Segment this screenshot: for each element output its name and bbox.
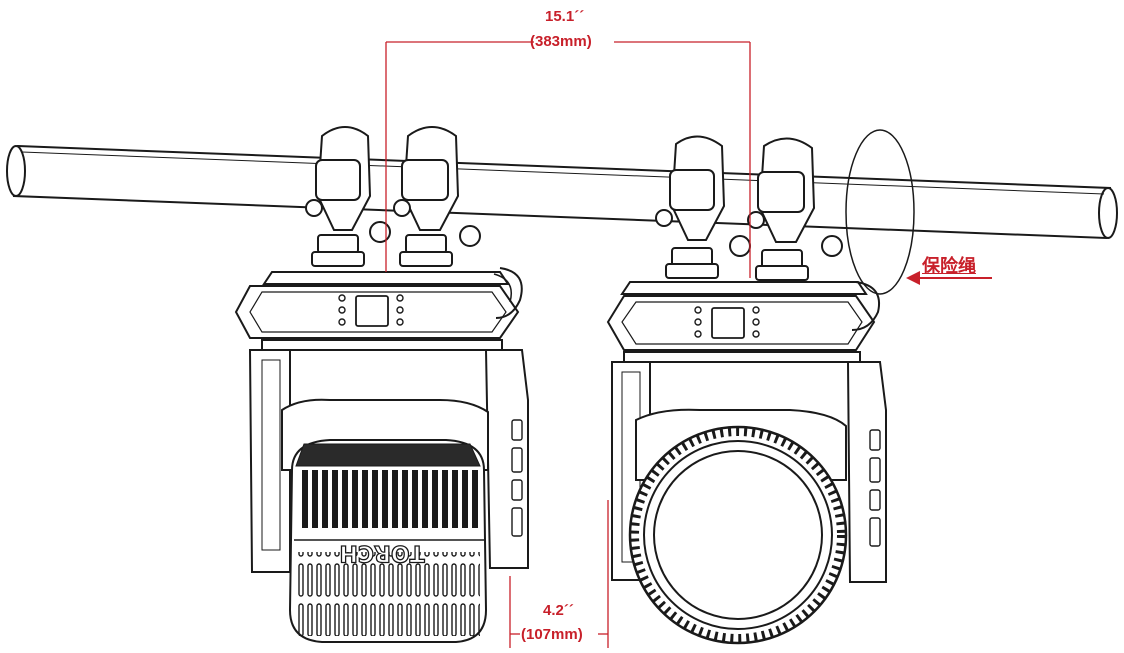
top-dimension-inch: 15.1´´ bbox=[545, 8, 585, 25]
dimension-lines bbox=[385, 41, 751, 648]
right-lcd-screen bbox=[711, 307, 745, 339]
right-fixture bbox=[606, 135, 887, 645]
left-fixture: TORCH bbox=[234, 126, 529, 643]
left-lcd-screen bbox=[355, 295, 389, 327]
top-dimension-mm: (383mm) bbox=[530, 33, 592, 50]
bottom-dimension-inch: 4.2´´ bbox=[543, 602, 574, 619]
left-brand-text: TORCH bbox=[339, 540, 424, 565]
right-clamp-1 bbox=[655, 135, 751, 279]
right-clamp-2 bbox=[747, 137, 843, 281]
safety-rope-arrow bbox=[906, 271, 992, 285]
left-clamp-1 bbox=[305, 126, 391, 267]
left-clamp-2 bbox=[393, 126, 481, 267]
bottom-dimension-mm: (107mm) bbox=[521, 626, 583, 643]
truss-pipe bbox=[6, 144, 1118, 240]
safety-rope-label: 保险绳 bbox=[922, 256, 976, 277]
safety-rope bbox=[845, 129, 915, 295]
right-head-front bbox=[628, 425, 848, 645]
right-lens bbox=[653, 450, 823, 620]
